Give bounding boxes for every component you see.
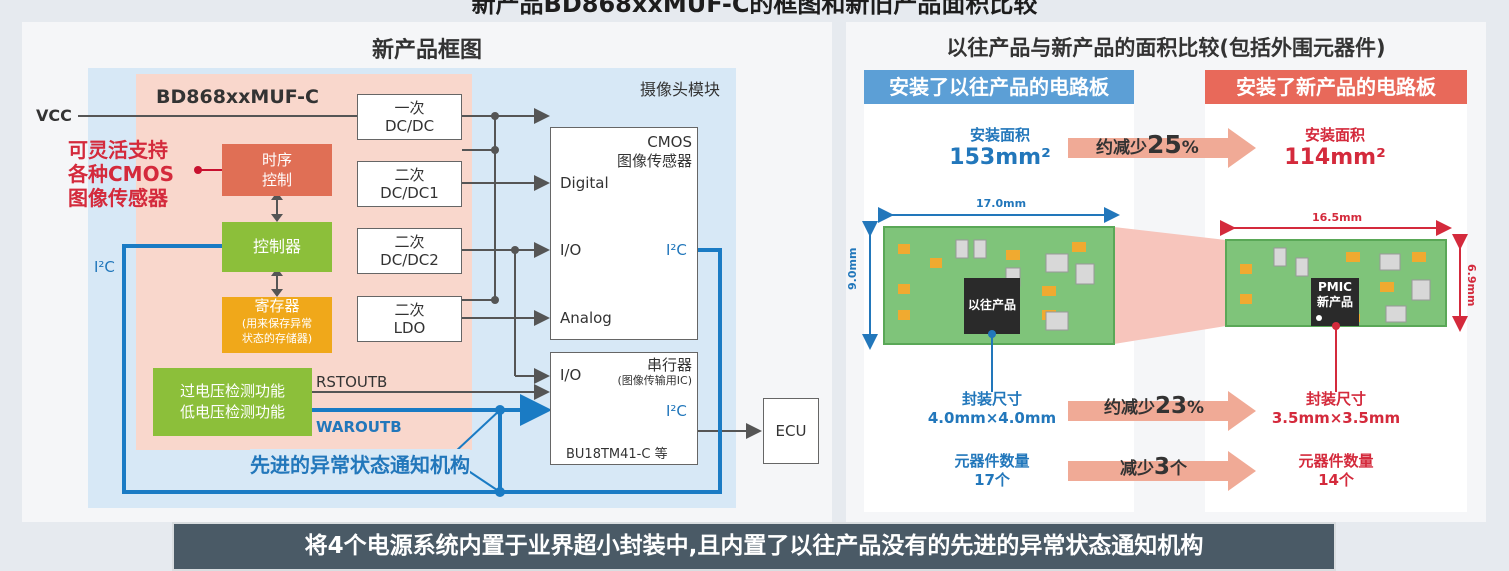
new-area-stat: 安装面积 114mm² <box>1284 126 1386 170</box>
register-block: 寄存器 (用来保存异常 状态的存储器) <box>222 297 332 353</box>
serializer-block <box>550 352 698 465</box>
old-width-dim: 17.0mm <box>976 197 1027 210</box>
block-wires <box>78 108 762 497</box>
serializer-part: BU18TM41-C 等 <box>566 447 668 462</box>
advanced-notice-label: 先进的异常状态通知机构 <box>250 449 470 478</box>
new-width-dim: 16.5mm <box>1312 211 1363 224</box>
waroutb-label: WAROUTB <box>316 418 402 436</box>
voltage-detect-block: 过电压检测功能低电压检测功能 <box>153 368 312 436</box>
ic-name: BD868xxMUF-C <box>156 86 319 108</box>
i2c-left-label: I²C <box>94 258 115 276</box>
summary-banner: 将4个电源系统内置于业界超小封装中,且内置了以往产品没有的先进的异常状态通知机构 <box>172 522 1336 571</box>
serializer-i2c-pin: I²C <box>666 402 687 420</box>
count-reduction: 减少3个 <box>1120 454 1188 480</box>
comparison-graphics <box>862 128 1468 491</box>
package-reduction: 约减少23% <box>1104 393 1205 419</box>
page-title: 新产品BD868xxMUF-C的框图和新旧产品面积比较 <box>471 0 1038 18</box>
controller-block: 控制器 <box>222 222 332 272</box>
vcc-label: VCC <box>36 106 72 125</box>
old-board-header: 安装了以往产品的电路板 <box>864 70 1134 104</box>
old-area-stat: 安装面积 153mm² <box>949 126 1051 170</box>
new-board-header: 安装了新产品的电路板 <box>1205 70 1467 104</box>
rstoutb-label: RSTOUTB <box>316 373 388 391</box>
timing-control-block: 时序控制 <box>222 144 332 196</box>
area-comparison-title: 以往产品与新产品的面积比较(包括外围元器件) <box>946 36 1386 60</box>
old-height-dim: 9.0mm <box>846 247 859 290</box>
cmos-sensor-block <box>550 127 698 340</box>
camera-module-label: 摄像头模块 <box>640 80 721 99</box>
serializer-io-pin: I/O <box>560 366 582 384</box>
digital-pin: Digital <box>560 174 609 192</box>
cmos-i2c-pin: I²C <box>666 241 687 259</box>
io-pin: I/O <box>560 241 582 259</box>
serializer-title: 串行器 (图像传输用IC) <box>617 356 692 387</box>
new-height-dim: 6.9mm <box>1465 264 1478 307</box>
analog-pin: Analog <box>560 309 612 327</box>
ecu-block: ECU <box>763 398 819 464</box>
old-chip-label: 以往产品 <box>967 298 1016 312</box>
area-reduction: 约减少25% <box>1096 130 1199 159</box>
block-diagram-title: 新产品框图 <box>371 38 482 63</box>
